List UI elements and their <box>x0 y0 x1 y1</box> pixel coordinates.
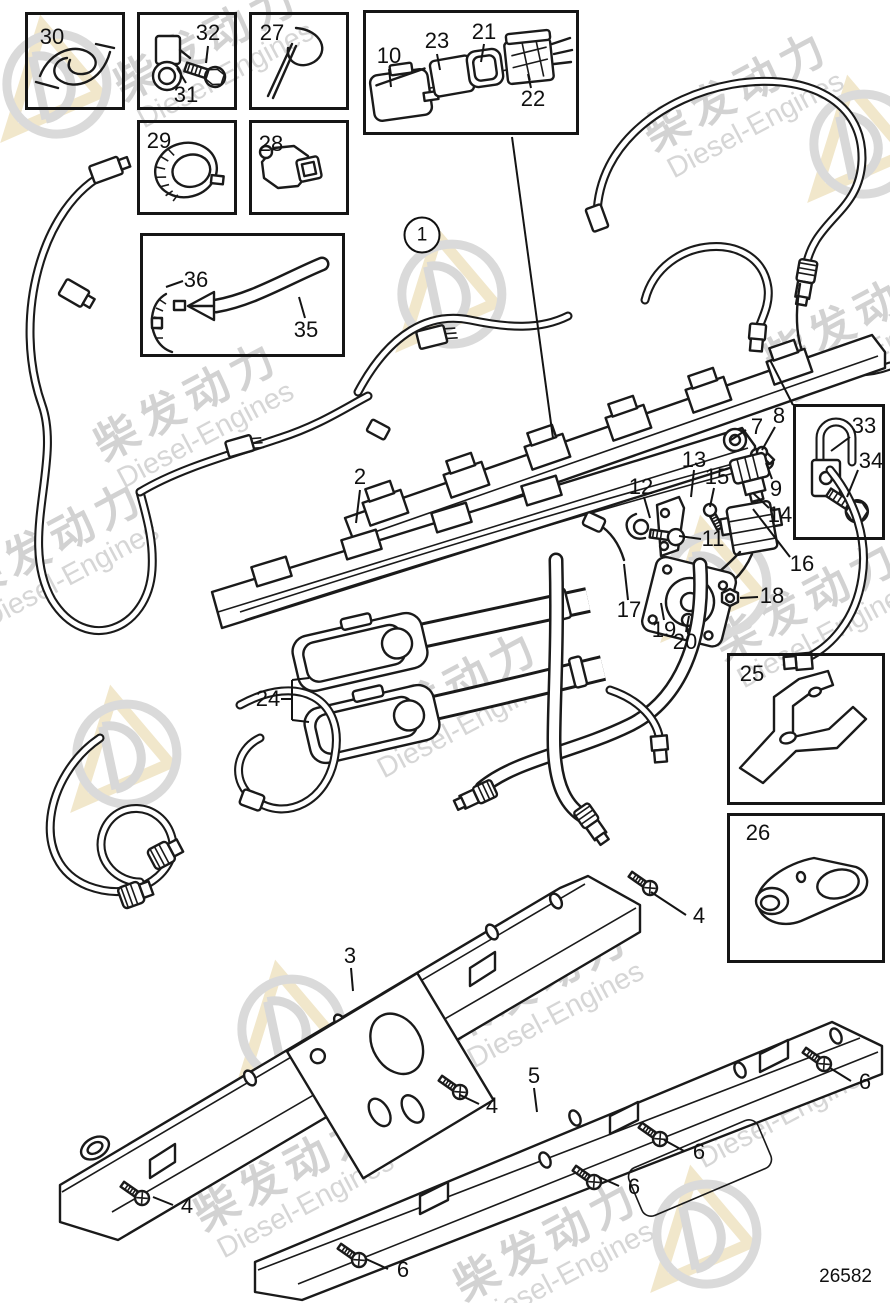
leader-line <box>761 426 776 451</box>
bracket-26-drawing <box>754 856 869 926</box>
leader-line <box>436 53 441 71</box>
leader-line <box>650 891 687 916</box>
leader-line <box>830 436 851 452</box>
inset-box-31-32 <box>137 12 237 110</box>
leader-line <box>660 602 665 621</box>
leader-line <box>678 535 702 540</box>
leader-line <box>291 677 310 681</box>
inset-box-25 <box>727 653 885 805</box>
cable-tie-27-drawing <box>266 26 324 100</box>
bracket-25-drawing <box>738 669 868 785</box>
part-number: 26582 <box>819 1266 872 1287</box>
leader-line <box>623 563 629 601</box>
leader-line <box>709 487 715 508</box>
leader-line <box>829 1067 852 1082</box>
leader-line <box>165 280 184 288</box>
leader-line <box>480 43 485 63</box>
leader-line <box>459 1094 480 1105</box>
sensor-28-drawing <box>258 144 323 190</box>
ring-29-drawing <box>154 141 225 202</box>
clamp-31-32-drawing <box>151 34 227 92</box>
leader-line <box>152 1196 174 1206</box>
leader-line <box>685 615 690 633</box>
inset-box-27 <box>249 12 349 110</box>
hose-kit-drawing <box>150 256 330 354</box>
inset-box-35-36 <box>140 233 345 357</box>
leader-line <box>298 296 306 319</box>
leader-line <box>176 67 187 84</box>
leader-line <box>730 429 747 441</box>
screws-drawing <box>119 870 833 1269</box>
leader-line <box>355 489 361 524</box>
leader-line <box>739 596 759 599</box>
leader-line <box>846 469 859 498</box>
leader-line <box>643 496 651 519</box>
leader-line <box>752 492 770 509</box>
leader-line <box>769 359 794 406</box>
leader-line <box>388 68 392 88</box>
inset-box-33-34 <box>793 404 885 540</box>
leader-line <box>350 967 354 992</box>
leader-line <box>365 1258 389 1270</box>
inset-box-26 <box>727 813 885 963</box>
inset-box-10-23-21-22 <box>363 10 579 135</box>
leader-line <box>533 1087 538 1113</box>
leader-line <box>663 1139 685 1152</box>
leader-line <box>598 1176 620 1187</box>
leader-line <box>205 45 209 64</box>
leader-line <box>291 719 310 723</box>
inset-box-28 <box>249 120 349 215</box>
relay-kit-drawing <box>368 28 574 122</box>
leader-line <box>527 73 532 89</box>
leader-line <box>511 136 554 439</box>
inset-box-29 <box>137 120 237 215</box>
leader-line <box>752 508 791 558</box>
leader-line <box>765 462 773 480</box>
leader-line <box>690 469 695 498</box>
